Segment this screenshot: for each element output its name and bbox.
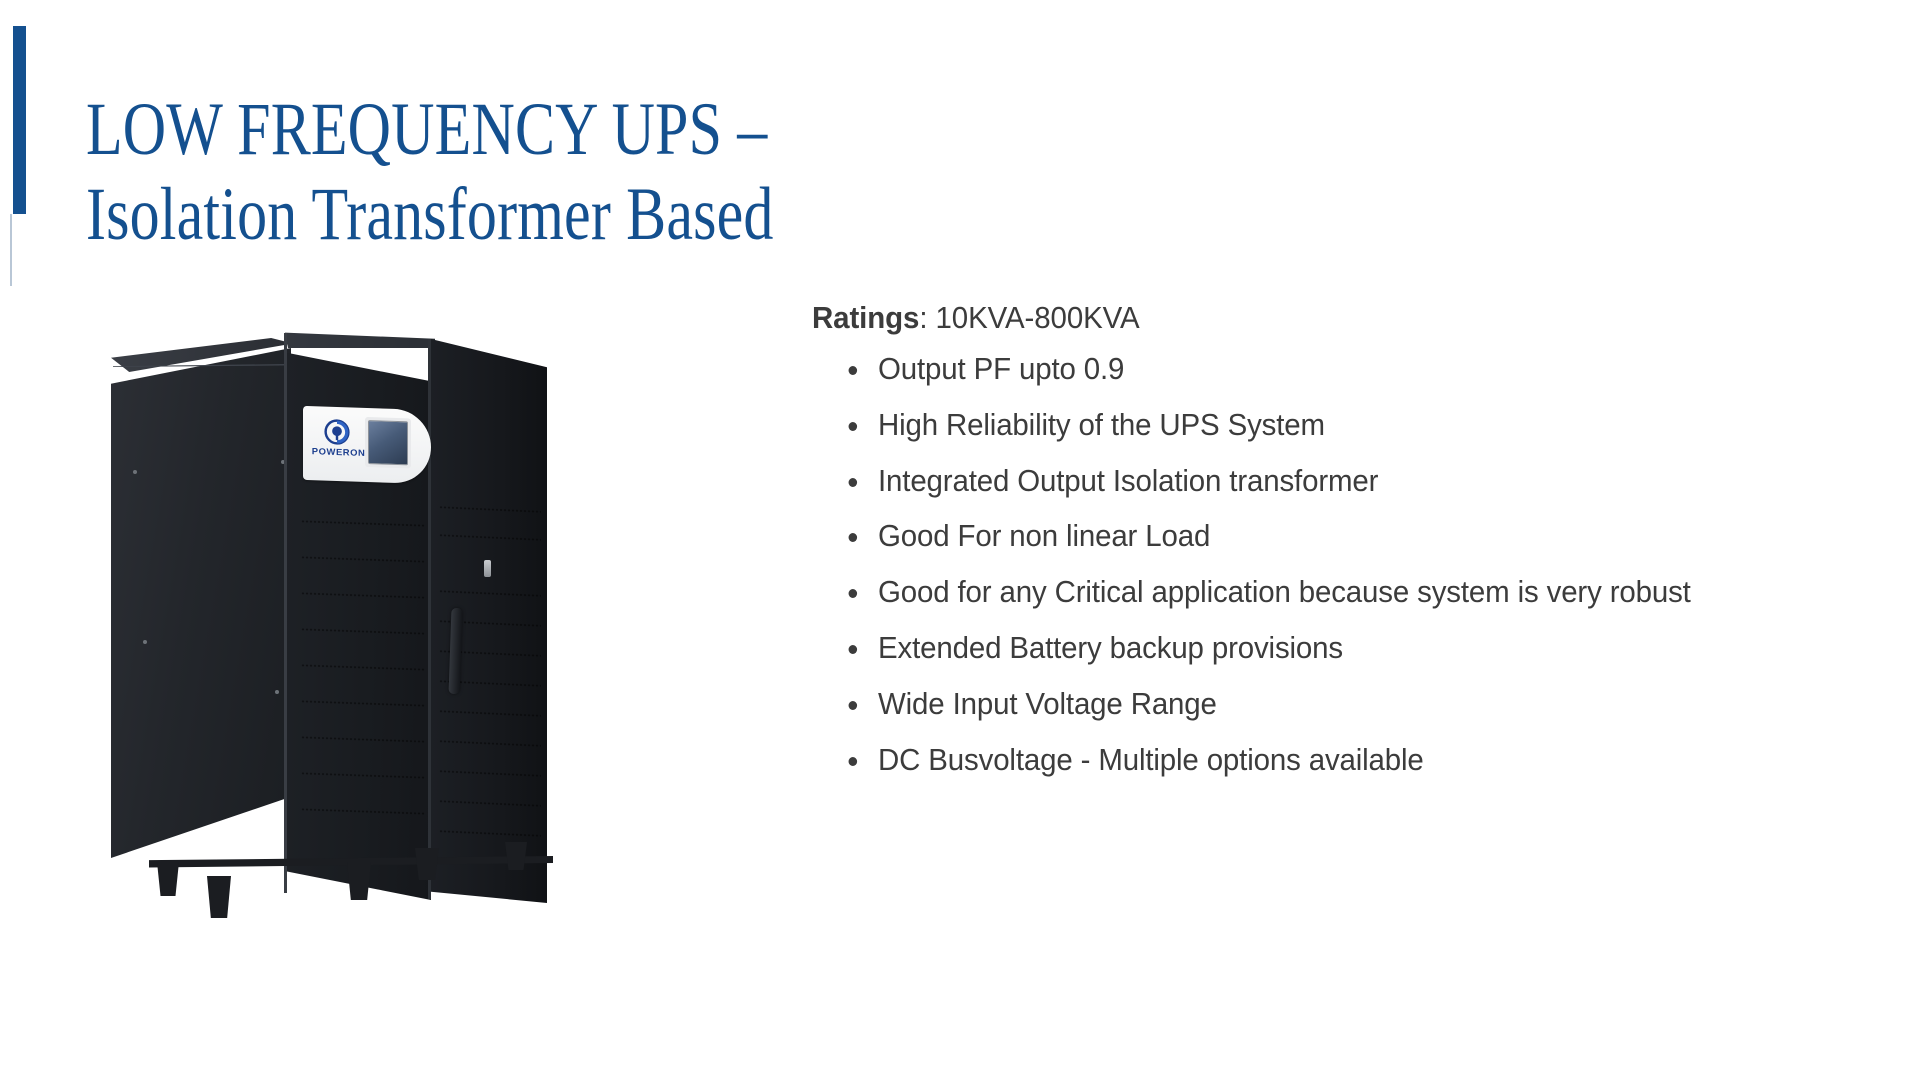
- feature-bullet-list: Output PF upto 0.9 High Reliability of t…: [812, 347, 1742, 795]
- ups-control-panel: POWERON: [303, 405, 431, 485]
- poweron-logo-text: POWERON: [311, 446, 366, 458]
- poweron-logo-icon: [324, 419, 350, 446]
- ups-cabinet-illustration: POWERON: [95, 330, 575, 920]
- title-accent-bar: [13, 26, 26, 214]
- list-item: Integrated Output Isolation transformer: [848, 459, 1699, 515]
- ratings-label: Ratings: [812, 300, 920, 335]
- ups-lcd-screen: [368, 420, 408, 466]
- list-item: Wide Input Voltage Range: [848, 682, 1699, 738]
- ratings-line: Ratings: 10KVA-800KVA: [812, 298, 1696, 338]
- base-foot: [505, 842, 527, 870]
- specs-panel: Ratings: 10KVA-800KVA Output PF upto 0.9…: [812, 298, 1742, 794]
- base-foot: [347, 862, 371, 900]
- base-foot: [157, 862, 179, 896]
- cabinet-screw: [281, 460, 285, 464]
- cabinet-door-seam: [428, 339, 431, 899]
- product-image: POWERON: [95, 330, 575, 920]
- cabinet-base: [115, 836, 555, 920]
- list-item: Extended Battery backup provisions: [848, 626, 1699, 682]
- cabinet-screw: [275, 690, 279, 694]
- base-foot: [415, 848, 439, 880]
- ratings-value: 10KVA-800KVA: [935, 300, 1140, 335]
- base-foot: [207, 876, 231, 918]
- cabinet-side-seam: [113, 364, 289, 367]
- cabinet-front-left-seam: [284, 333, 287, 893]
- base-rail: [149, 856, 553, 868]
- page-title: LOW FREQUENCY UPS – Isolation Transforme…: [86, 88, 774, 256]
- cabinet-lock-icon: [484, 560, 491, 577]
- list-item: Output PF upto 0.9: [848, 347, 1699, 403]
- poweron-logo: POWERON: [311, 418, 366, 458]
- cabinet-front-top-face: [285, 332, 435, 348]
- ups-lcd-bezel: [365, 416, 411, 469]
- cabinet-screw: [133, 470, 137, 474]
- list-item: Good for any Critical application becaus…: [848, 570, 1699, 626]
- list-item: Good For non linear Load: [848, 514, 1699, 570]
- cabinet-screw: [143, 640, 147, 644]
- ratings-separator: :: [919, 300, 936, 335]
- title-accent-hairline: [10, 214, 12, 286]
- list-item: DC Busvoltage - Multiple options availab…: [848, 738, 1699, 794]
- list-item: High Reliability of the UPS System: [848, 403, 1699, 459]
- cabinet-left-side-panel: [111, 348, 291, 858]
